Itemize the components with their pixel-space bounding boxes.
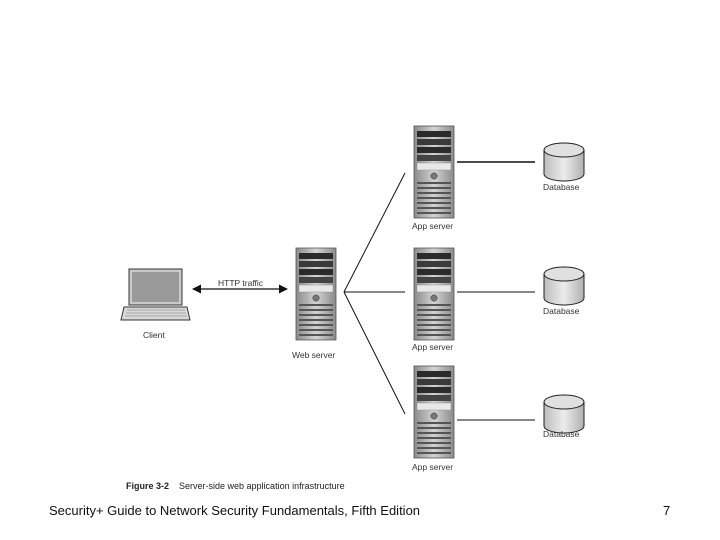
database-2-icon xyxy=(543,266,585,306)
figure-number: Figure 3-2 xyxy=(126,481,170,491)
database-1-icon xyxy=(543,142,585,182)
database-2-label: Database xyxy=(543,306,580,316)
client-label: Client xyxy=(143,330,165,340)
web-to-app1-line xyxy=(343,172,406,293)
figure-caption-text: Server-side web application infrastructu… xyxy=(179,481,345,491)
web-server-icon xyxy=(295,247,337,341)
database-3-label: Database xyxy=(543,429,580,439)
database-3-icon xyxy=(543,394,585,434)
web-server-label: Web server xyxy=(292,350,336,360)
figure-caption: Figure 3-2 Server-side web application in… xyxy=(126,481,345,491)
http-traffic-label: HTTP traffic xyxy=(218,278,264,288)
app-server-3-label: App server xyxy=(412,462,454,472)
page-number: 7 xyxy=(663,503,671,518)
book-title: Security+ Guide to Network Security Fund… xyxy=(49,503,421,518)
app-server-2-label: App server xyxy=(412,342,454,352)
app-server-2-icon xyxy=(413,247,455,341)
app-server-1-label: App server xyxy=(412,221,454,231)
app-server-1-icon xyxy=(413,125,455,219)
laptop-icon xyxy=(120,268,191,321)
web-to-app3-line xyxy=(343,291,406,415)
database-1-label: Database xyxy=(543,182,580,192)
app-server-3-icon xyxy=(413,365,455,459)
